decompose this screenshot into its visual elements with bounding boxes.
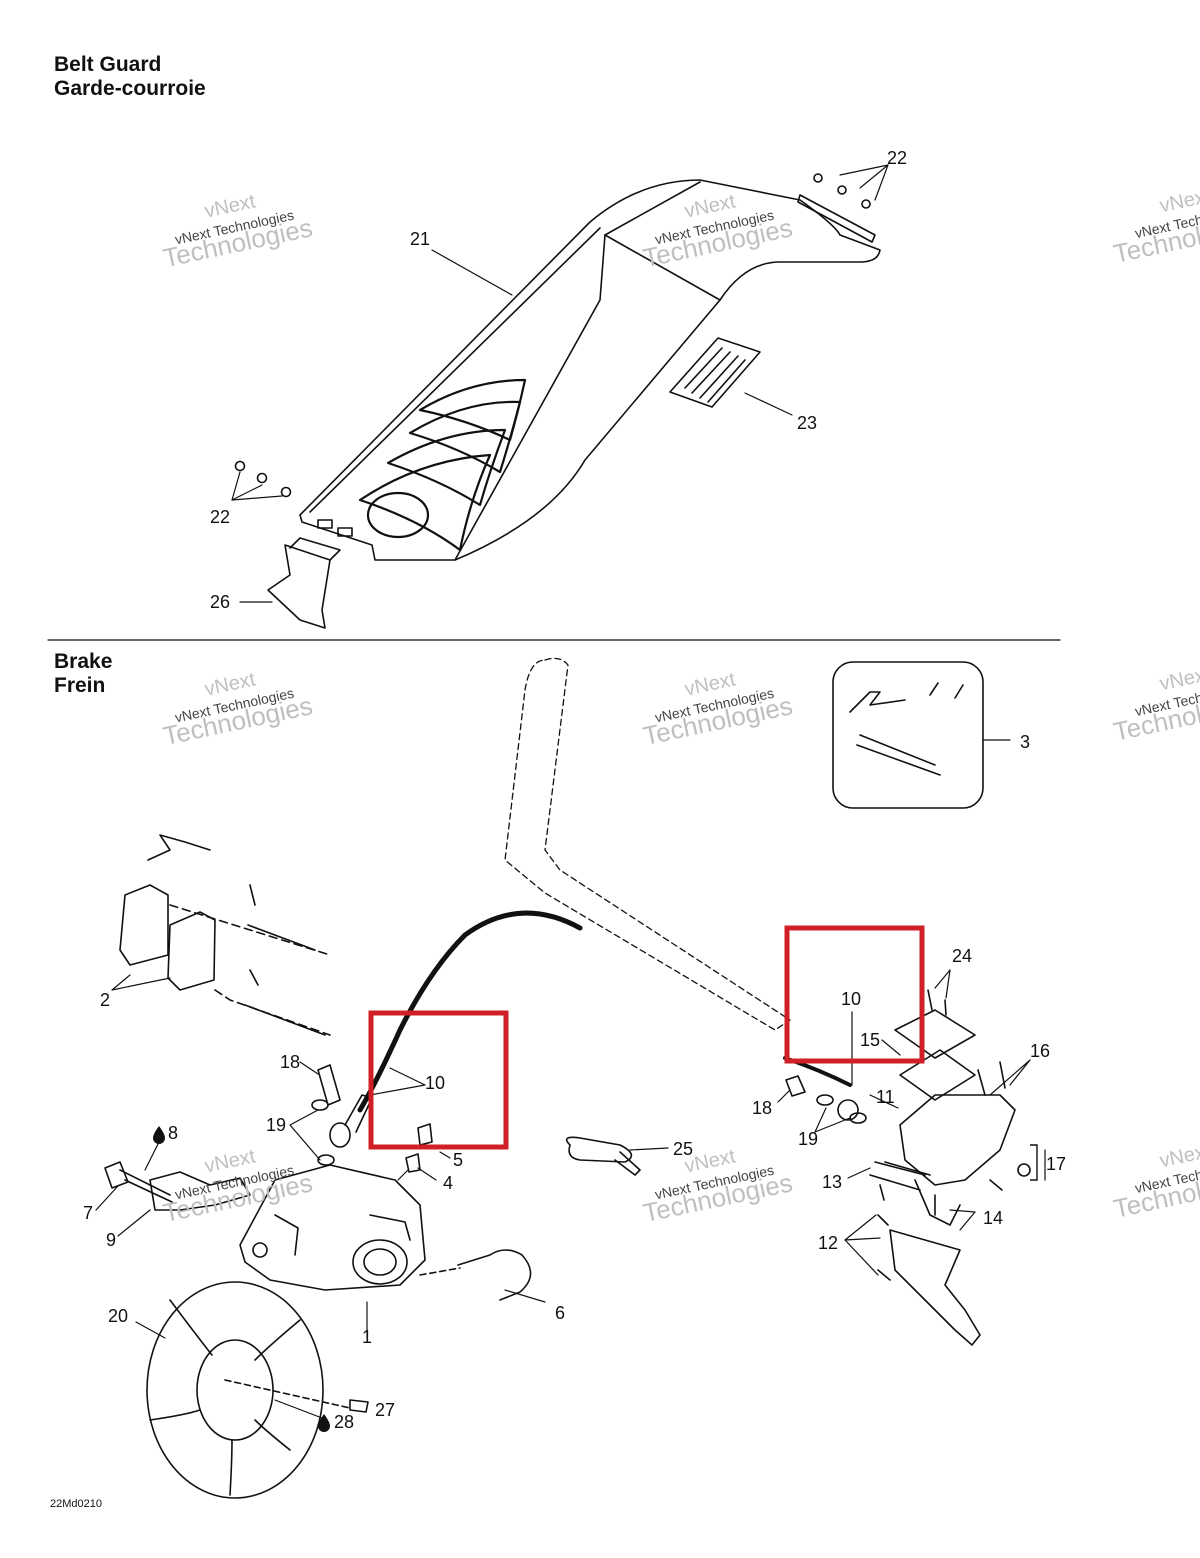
callout-25: 25 (673, 1139, 693, 1159)
watermarks: vNext vNext Technologies Technologies vN… (160, 185, 1200, 1228)
pin-kit-3 (832, 661, 1011, 809)
bleeder-4-5 (397, 1123, 451, 1181)
callout-12: 12 (818, 1233, 838, 1253)
callout-19a: 19 (266, 1115, 286, 1135)
callout-2: 2 (100, 990, 110, 1010)
belt-guard-title-fr: Garde-courroie (54, 77, 206, 100)
brake-hose (357, 910, 583, 1113)
brake-title: Brake Frein (54, 650, 112, 698)
brake-title-fr: Frein (54, 674, 106, 697)
callout-7: 7 (83, 1203, 93, 1223)
highlight-box-right (784, 925, 925, 1064)
cable-tie-25 (565, 1136, 669, 1176)
brake-pads-2 (111, 834, 331, 1036)
diagram-code: 22Md0210 (50, 1498, 102, 1510)
leader-10-left (369, 1067, 426, 1096)
fluid-drop-icons (153, 1126, 330, 1432)
belt-guard-title: Belt Guard Garde-courroie (54, 53, 206, 101)
handlebar (504, 657, 791, 1031)
callout-8: 8 (168, 1123, 178, 1143)
callout-15: 15 (860, 1030, 880, 1050)
belt-guard-vents (358, 378, 527, 552)
callout-10b: 10 (841, 989, 861, 1009)
belt-guard-bracket-26 (267, 519, 353, 629)
callout-23: 23 (797, 413, 817, 433)
callout-9: 9 (106, 1230, 116, 1250)
callout-22b: 22 (210, 507, 230, 527)
callout-22a: 22 (887, 148, 907, 168)
belt-guard-title-en: Belt Guard (54, 53, 162, 76)
callout-18b: 18 (752, 1098, 772, 1118)
pivot-12-13-14-17 (844, 1161, 1031, 1281)
drop-icon (153, 1126, 165, 1144)
caliper-bolt-7 (95, 1161, 251, 1237)
brake-line-6 (419, 1249, 546, 1303)
brake-caliper-1 (239, 1164, 426, 1339)
callout-4: 4 (443, 1173, 453, 1193)
brake-lever (889, 1149, 1046, 1346)
leader-15 (881, 1039, 901, 1056)
drop-icon (318, 1414, 330, 1432)
belt-guard-rod-top (797, 194, 876, 243)
callout-10a: 10 (425, 1073, 445, 1093)
callout-5: 5 (453, 1150, 463, 1170)
bracket-17 (1030, 1144, 1038, 1181)
callout-20: 20 (108, 1306, 128, 1326)
callout-11: 11 (876, 1087, 895, 1107)
key-27 (349, 1399, 369, 1413)
belt-guard-part-21 (299, 179, 881, 561)
callout-26: 26 (210, 592, 230, 612)
brake-disc-20 (135, 1281, 351, 1499)
screws-24-16 (927, 969, 1031, 1096)
drops-8-28 (144, 1139, 323, 1419)
highlight-box-left (368, 1010, 509, 1150)
belt-guard-nuts (234, 173, 871, 498)
banjo-fitting-left (289, 1061, 373, 1166)
callout-13: 13 (822, 1172, 842, 1192)
callout-19b: 19 (798, 1129, 818, 1149)
callout-17: 17 (1046, 1154, 1066, 1174)
highlight-boxes (368, 925, 925, 1150)
callout-3: 3 (1020, 732, 1030, 752)
callout-24: 24 (952, 946, 972, 966)
brake-title-en: Brake (54, 650, 113, 673)
callout-labels: 22 21 23 22 26 3 2 18 10 19 8 5 4 7 9 1 … (83, 148, 1066, 1432)
callout-21: 21 (410, 229, 430, 249)
belt-guard-leaders (231, 164, 889, 603)
belt-guard-label-23 (669, 337, 761, 408)
callout-28: 28 (334, 1412, 354, 1432)
callout-1: 1 (362, 1327, 372, 1347)
callout-14: 14 (983, 1208, 1003, 1228)
callout-18a: 18 (280, 1052, 300, 1072)
callout-6: 6 (555, 1303, 565, 1323)
callout-16: 16 (1030, 1041, 1050, 1061)
master-cylinder-11 (869, 1009, 1016, 1226)
banjo-fitting-right (777, 1075, 867, 1133)
callout-27: 27 (375, 1400, 395, 1420)
